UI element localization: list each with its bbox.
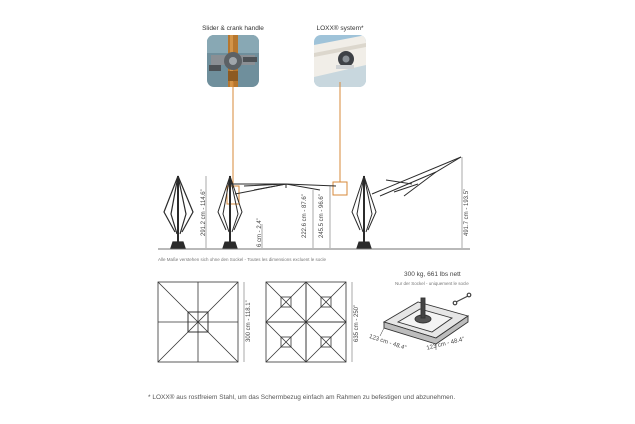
crank-handle-icon <box>452 292 472 306</box>
closed-height-label: 291.2 cm - 114.6” <box>201 189 207 236</box>
loxx-callout: LOXX® system* <box>309 25 371 87</box>
square-plan-view <box>157 281 239 363</box>
tilted-umbrella-right <box>351 156 462 249</box>
base-weight-label: 300 kg, 661 lbs nett <box>404 271 461 278</box>
min-clearance-label: 222.6 cm - 87.6” <box>302 194 308 238</box>
slider-callout: Slider & crank handle <box>202 25 264 87</box>
footnote: * LOXX® aus rostfreiem Stahl, um das Sch… <box>148 394 456 401</box>
loxx-callout-title: LOXX® system* <box>316 25 364 32</box>
open-umbrella-middle <box>217 175 337 249</box>
closed-umbrella-left <box>163 175 194 249</box>
max-clearance-label: 245.5 cm - 96.6” <box>319 194 325 238</box>
dimension-note: Alle Maße verstehen sich ohne den Sockel… <box>158 257 327 262</box>
loxx-system-photo <box>314 35 366 87</box>
base-clearance-label: 6 cm - 2.4” <box>257 218 263 247</box>
base-isometric <box>379 297 470 350</box>
base-note: Nur der Sockel - uniquement le socle <box>395 281 469 286</box>
total-height-label: 491.7 cm - 193.5” <box>464 188 470 236</box>
slider-callout-title: Slider & crank handle <box>202 25 264 32</box>
quad-plan-view <box>265 281 347 363</box>
square-side-label: 300 cm - 118.1” <box>246 300 252 342</box>
loxx-highlight-box <box>332 181 348 196</box>
quad-side-label: 635 cm - 250” <box>354 304 360 342</box>
slider-crank-photo <box>207 35 259 87</box>
